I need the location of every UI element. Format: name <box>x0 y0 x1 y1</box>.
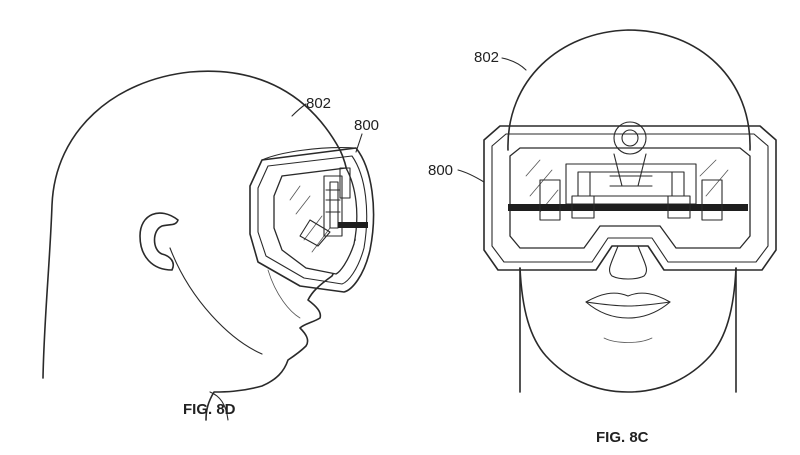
side-ear <box>139 212 179 271</box>
side-internal-mechanism <box>299 167 368 247</box>
front-ref-800: 800 <box>428 162 485 183</box>
front-goggle-lens <box>509 147 751 249</box>
front-view-caption: FIG. 8C <box>596 429 649 446</box>
side-head-outline <box>42 70 356 421</box>
side-strap <box>261 147 357 161</box>
side-head-ref-label: 802 <box>306 95 331 112</box>
side-neck-line <box>209 391 229 421</box>
side-goggle-rim <box>257 155 368 285</box>
front-internal-mechanism <box>508 121 748 221</box>
side-lens-hatching <box>289 185 331 253</box>
front-goggle-frame-inner <box>491 133 769 263</box>
front-head-outline <box>507 29 751 151</box>
front-face-outline <box>519 267 737 393</box>
front-ref-802: 802 <box>474 49 527 71</box>
side-ref-802: 802 <box>291 95 331 117</box>
side-goggle-lens <box>273 167 358 275</box>
front-chin-line <box>603 337 653 343</box>
front-head-ref-label: 802 <box>474 49 499 66</box>
front-goggle-ref-label: 800 <box>428 162 453 179</box>
side-goggle-leader <box>355 133 363 153</box>
front-view-figure <box>483 29 777 393</box>
side-cheek-line <box>267 269 301 319</box>
front-lower-lip <box>585 301 671 319</box>
side-goggle-ref-label: 800 <box>354 117 379 134</box>
front-goggle-leader <box>457 169 485 183</box>
side-goggle-shell <box>249 147 375 293</box>
front-upper-lip <box>585 292 671 307</box>
front-head-leader <box>501 57 527 71</box>
side-ref-800: 800 <box>354 117 379 153</box>
side-head-leader <box>291 103 307 117</box>
side-view-caption: FIG. 8D <box>183 401 236 418</box>
side-view-figure <box>42 70 375 421</box>
front-goggle-frame <box>483 125 777 271</box>
side-jaw-line <box>169 247 263 355</box>
front-nose <box>609 245 647 280</box>
